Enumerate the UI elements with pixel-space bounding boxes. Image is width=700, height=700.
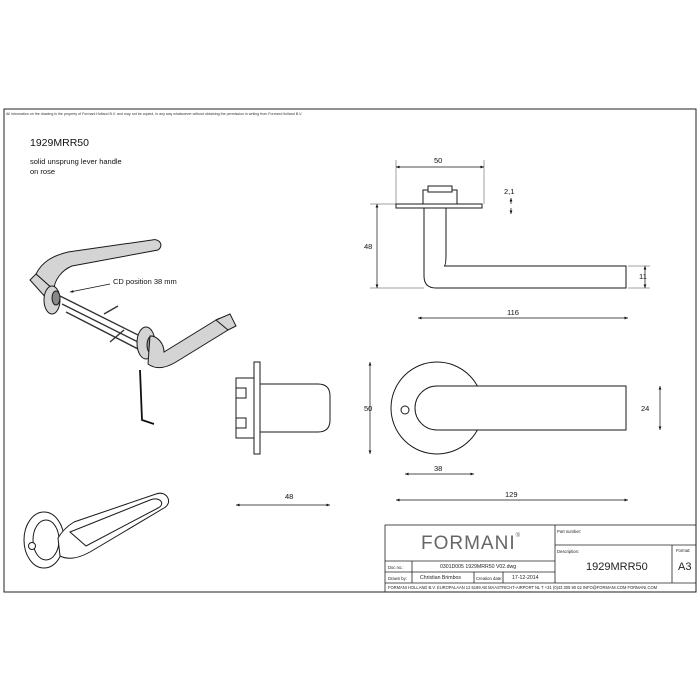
model-number: 1929MRR50 [30,137,89,149]
doc-no-value: 0301D005 1929MRR50 V02.dwg [440,564,517,570]
drawn-by-value: Christian Brimbos [420,575,461,581]
drawn-by-label: Drawn by: [388,576,407,581]
format-label: Format: [676,548,691,553]
description-line-1: solid unsprung lever handle [30,157,122,166]
creation-date-label: Creation date: [476,576,503,581]
format-value: A3 [678,561,692,573]
cd-position-callout: CD position 38 mm [113,277,177,286]
sheet-border [3,108,697,593]
dim-top-width: 50 [434,156,443,165]
front-view [390,361,627,455]
top-view [395,185,627,289]
dim-side-height: 50 [364,404,373,413]
company-footer: FORMANI HOLLAND B.V. EUROPALAAN 12 6199 … [388,585,658,590]
dim-lever-width: 24 [641,404,650,413]
dim-overall-length: 129 [505,490,518,499]
description-value: 1929MRR50 [586,561,648,573]
disclaimer-text: All information on the drawing is the pr… [6,112,303,116]
description-label: Description: [557,549,580,554]
doc-no-label: Doc no.: [388,565,404,570]
dim-rose-offset: 38 [434,464,443,473]
dim-lever-length: 116 [507,308,519,317]
dim-top-height: 48 [364,242,373,251]
dim-lever-thickness: 11 [639,272,647,281]
brand-logo: FORMANI® [421,533,522,554]
dim-rose-thickness: 2,1 [504,187,515,196]
description-line-2: on rose [30,167,56,176]
dimension-lines [236,160,662,507]
creation-date-value: 17-12-2014 [512,575,539,581]
title-block-frame [384,524,697,593]
part-number-label: Part number: [557,529,582,534]
bottom-perspective [23,492,169,569]
dim-side-depth: 48 [285,492,294,501]
cd-leader-line [69,283,111,293]
side-view [235,361,331,455]
isometric-assembly [29,239,237,425]
